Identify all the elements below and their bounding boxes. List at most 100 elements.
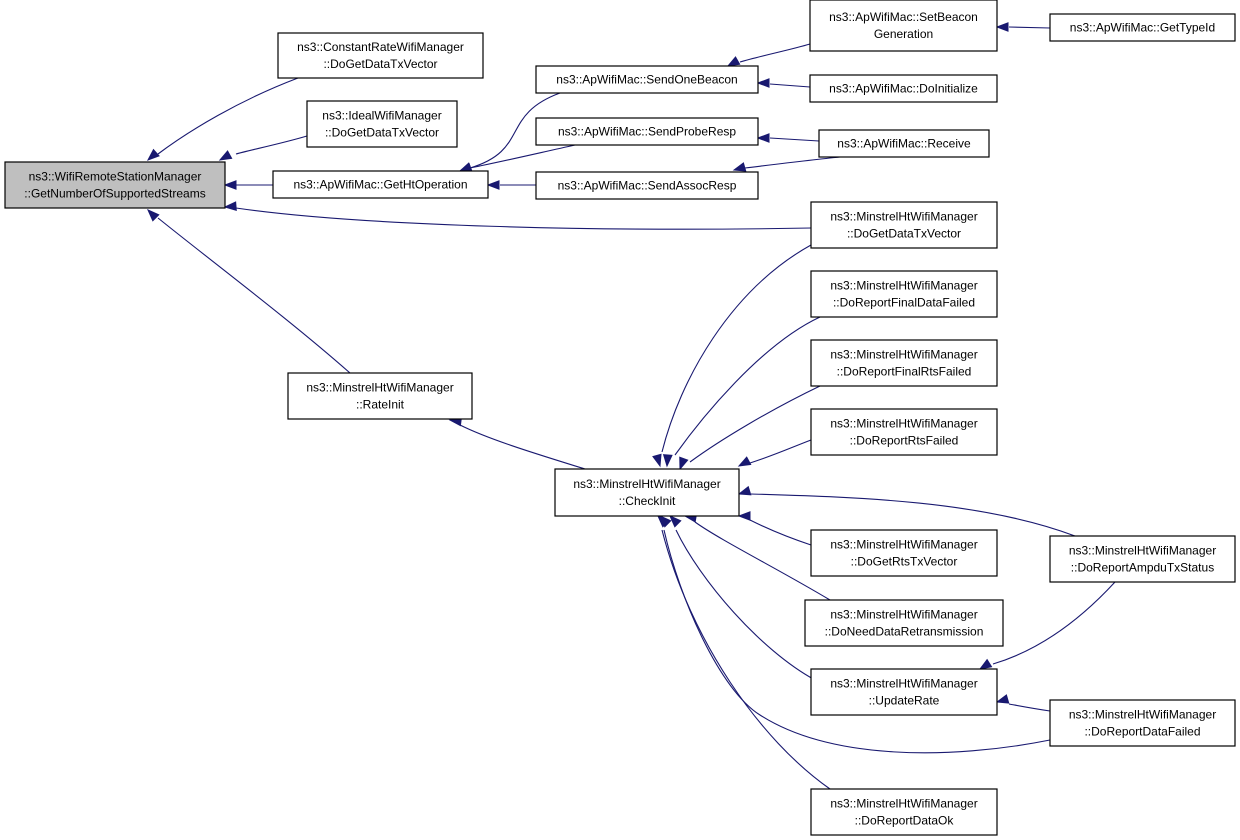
edge-receive-to-sendassocresp [732, 156, 841, 172]
node-box [4, 161, 226, 209]
node-label-line: ::DoReportRtsFailed [850, 434, 959, 448]
edge-line [749, 519, 812, 546]
node-label-line: ::GetNumberOfSupportedStreams [24, 187, 205, 201]
node-dogetdatatx[interactable]: ns3::MinstrelHtWifiManager::DoGetDataTxV… [810, 201, 998, 249]
arrowhead [756, 133, 770, 143]
node-datafailed[interactable]: ns3::MinstrelHtWifiManager::DoReportData… [1049, 699, 1236, 747]
node-label-line: ns3::MinstrelHtWifiManager [830, 279, 977, 293]
edge-dogetdatatx-to-checkinit [652, 244, 812, 468]
edge-line [235, 135, 308, 155]
edge-rtsfailed-to-checkinit [737, 439, 812, 467]
node-label-line: ns3::ApWifiMac::GetTypeId [1070, 21, 1215, 35]
node-label-line: ns3::MinstrelHtWifiManager [830, 348, 977, 362]
node-box [535, 65, 759, 94]
edge-needdata-to-checkinit [683, 513, 831, 601]
node-rateinit[interactable]: ns3::MinstrelHtWifiManager::RateInit [287, 372, 473, 420]
node-getht[interactable]: ns3::ApWifiMac::GetHtOperation [272, 170, 489, 199]
edge-line [1008, 26, 1051, 29]
edge-line [750, 493, 1076, 537]
arrowhead [652, 453, 662, 468]
arrowhead [218, 150, 233, 161]
node-getrts[interactable]: ns3::MinstrelHtWifiManager::DoGetRtsTxVe… [810, 529, 998, 577]
node-box [810, 339, 998, 387]
edge-line [675, 529, 816, 681]
node-sendproberesp[interactable]: ns3::ApWifiMac::SendProbeResp [535, 117, 759, 146]
node-label-line: ns3::IdealWifiManager [322, 109, 441, 123]
node-label-line: ns3::MinstrelHtWifiManager [1069, 708, 1216, 722]
node-rtsfailed[interactable]: ns3::MinstrelHtWifiManager::DoReportRtsF… [810, 408, 998, 456]
edge-getrts-to-checkinit [737, 511, 812, 546]
node-gettypeid[interactable]: ns3::ApWifiMac::GetTypeId [1049, 13, 1236, 42]
node-dataok[interactable]: ns3::MinstrelHtWifiManager::DoReportData… [810, 788, 998, 836]
edge-constrate-to-root [146, 77, 299, 161]
node-box [809, 0, 998, 52]
node-ampdu[interactable]: ns3::MinstrelHtWifiManager::DoReportAmpd… [1049, 535, 1236, 583]
node-box [535, 171, 759, 200]
arrowhead [726, 56, 741, 67]
edge-line [689, 385, 821, 463]
node-root[interactable]: ns3::WifiRemoteStationManager::GetNumber… [4, 161, 226, 209]
node-box [272, 170, 489, 199]
node-receive[interactable]: ns3::ApWifiMac::Receive [818, 129, 990, 158]
node-constrate[interactable]: ns3::ConstantRateWifiManager::DoGetDataT… [277, 32, 484, 79]
edge-checkinit-to-rateinit [448, 416, 586, 470]
node-label-line: ns3::MinstrelHtWifiManager [830, 210, 977, 224]
node-box [810, 529, 998, 577]
edge-line [459, 424, 586, 470]
edge-dogetdatatx-to-root [223, 201, 812, 230]
edge-line [469, 92, 561, 169]
node-label-line: ::DoReportAmpduTxStatus [1071, 561, 1214, 575]
node-box [1049, 699, 1236, 747]
edge-rateinit-to-root [147, 209, 351, 374]
node-ideal[interactable]: ns3::IdealWifiManager::DoGetDataTxVector [306, 100, 458, 148]
arrowhead [737, 511, 751, 521]
node-label-line: ns3::ApWifiMac::SendProbeResp [558, 125, 736, 139]
node-sendonebeacon[interactable]: ns3::ApWifiMac::SendOneBeacon [535, 65, 759, 94]
node-label-line: ::DoGetDataTxVector [847, 227, 961, 241]
node-checkinit[interactable]: ns3::MinstrelHtWifiManager::CheckInit [554, 468, 740, 517]
edge-ampdu-to-updaterate [978, 581, 1116, 670]
arrowhead [737, 456, 752, 467]
edge-line [235, 207, 812, 230]
node-box [277, 32, 484, 79]
node-label-line: ::DoReportDataFailed [1084, 725, 1200, 739]
node-doinitialize[interactable]: ns3::ApWifiMac::DoInitialize [809, 74, 998, 103]
node-label-line: ::CheckInit [619, 494, 676, 508]
node-label-line: ::DoGetDataTxVector [325, 126, 439, 140]
node-label-line: ::DoGetRtsTxVector [851, 555, 958, 569]
node-label-line: ::DoReportFinalRtsFailed [837, 365, 972, 379]
node-updaterate[interactable]: ns3::MinstrelHtWifiManager::UpdateRate [810, 668, 998, 716]
node-box [810, 408, 998, 456]
node-label-line: ns3::MinstrelHtWifiManager [830, 797, 977, 811]
edge-ideal-to-root [218, 135, 308, 161]
node-label-line: Generation [874, 27, 933, 41]
edge-line [769, 137, 820, 142]
node-needdata[interactable]: ns3::MinstrelHtWifiManager::DoNeedDataRe… [804, 599, 1004, 647]
node-label-line: ns3::ApWifiMac::SetBeacon [829, 10, 978, 24]
edge-finaldata-to-checkinit [662, 316, 821, 468]
edge-sendproberesp-to-getht [458, 144, 576, 172]
edge-gettypeid-to-setbeacon [995, 22, 1051, 32]
node-box [804, 599, 1004, 647]
node-label-line: ns3::ApWifiMac::DoInitialize [829, 82, 978, 96]
arrowhead [995, 694, 1010, 704]
arrowhead [223, 180, 237, 190]
arrowhead [995, 22, 1009, 32]
node-label-line: ns3::MinstrelHtWifiManager [306, 381, 453, 395]
edge-datafailed-to-updaterate [995, 694, 1051, 712]
node-finaldata[interactable]: ns3::MinstrelHtWifiManager::DoReportFina… [810, 270, 998, 318]
node-label-line: ns3::ApWifiMac::GetHtOperation [293, 178, 467, 192]
edge-receive-to-sendproberesp [756, 133, 820, 143]
edge-line [469, 144, 576, 169]
node-sendassocresp[interactable]: ns3::ApWifiMac::SendAssocResp [535, 171, 759, 200]
node-box [809, 74, 998, 103]
edge-line [674, 316, 821, 456]
node-finalrts[interactable]: ns3::MinstrelHtWifiManager::DoReportFina… [810, 339, 998, 387]
nodes-layer: ns3::WifiRemoteStationManager::GetNumber… [4, 0, 1236, 836]
edge-line [749, 439, 812, 464]
edge-doinitialize-to-sendonebeacon [756, 78, 811, 88]
arrowhead [756, 78, 770, 88]
edge-line [769, 83, 811, 88]
